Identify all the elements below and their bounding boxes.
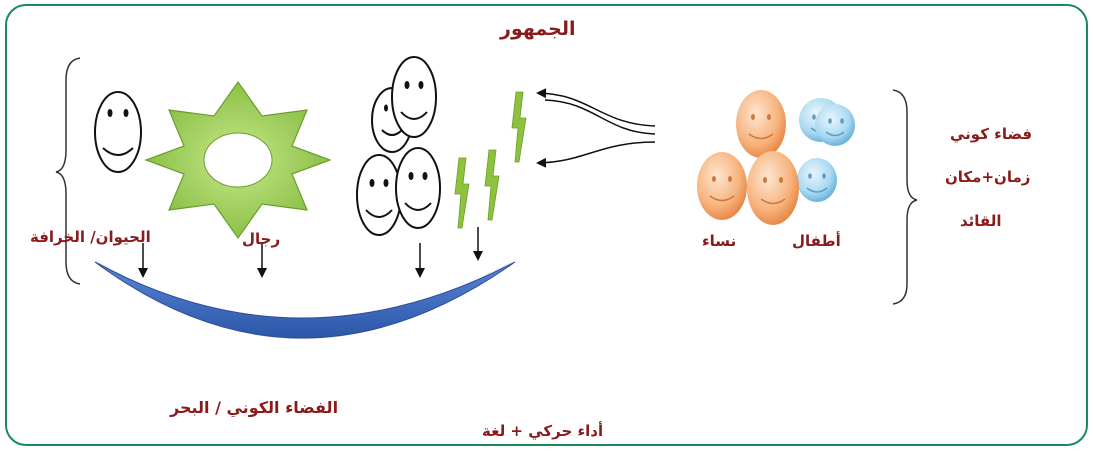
sea-arc <box>92 258 518 339</box>
diagram-frame <box>6 5 1087 445</box>
label-leader: القائد <box>960 212 1002 230</box>
label-cosmic-space: فضاء كوني <box>950 125 1032 143</box>
down-arrows <box>143 227 478 276</box>
label-time-place: زمان+مكان <box>945 168 1030 186</box>
right-brace <box>893 90 917 304</box>
lightning-marks <box>455 92 526 228</box>
face-cluster <box>357 57 440 235</box>
animal-myth-face <box>95 92 141 172</box>
label-animal-myth: الحيوان/ الخرافة <box>30 228 151 246</box>
label-women: نساء <box>702 232 736 250</box>
label-performance: أداء حركي + لغة <box>482 422 603 440</box>
men-star <box>146 82 330 238</box>
label-men: رجال <box>242 230 280 248</box>
label-space-sea: الفضاء الكوني / البحر <box>170 398 338 417</box>
label-children: أطفال <box>792 232 841 250</box>
left-brace <box>56 58 80 284</box>
women-children-faces <box>697 90 855 225</box>
input-arrows <box>538 93 655 163</box>
diagram-title: الجمهور <box>500 18 575 40</box>
